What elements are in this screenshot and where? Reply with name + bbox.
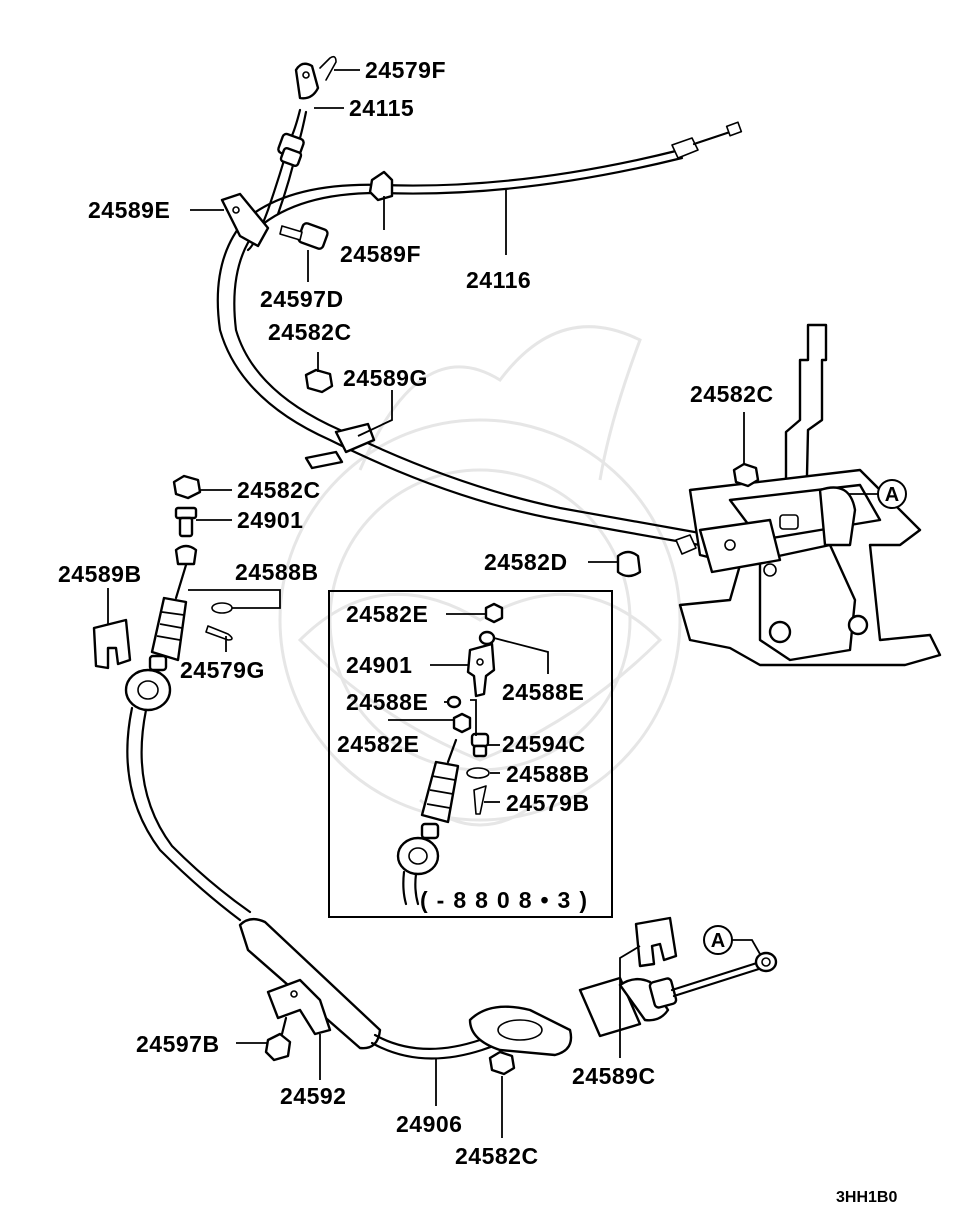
clip-24579F [319, 55, 337, 81]
bushing-24901-left [174, 506, 198, 538]
label-24579F: 24579F [365, 57, 446, 83]
left-cable-end-components [92, 474, 233, 712]
label-24906: 24906 [396, 1111, 462, 1137]
shifter-linkage [698, 518, 782, 574]
label-24579B: 24579B [506, 790, 590, 816]
nut-24582C-left [172, 474, 202, 500]
callout-a-lower: A [703, 925, 733, 955]
label-24588B-left: 24588B [235, 559, 319, 585]
label-diagram-code: 3HH1B0 [836, 1189, 897, 1206]
part-labels: 24579F 24115 24589E 24589F 24116 24597D … [58, 57, 897, 1206]
label-24582E-top: 24582E [346, 601, 428, 627]
bolt-24597D [279, 222, 329, 250]
inset-detail [328, 590, 613, 918]
cable-end-24116 [671, 137, 699, 159]
nut-24582C-right [732, 462, 760, 488]
label-24582E-mid: 24582E [337, 731, 419, 757]
washer-24588B-left [211, 602, 233, 614]
label-24582C-left: 24582C [237, 477, 321, 503]
nut-24582C-bottom [488, 1050, 516, 1076]
label-24592: 24592 [280, 1083, 346, 1109]
lower-cable-24906 [126, 706, 778, 1076]
label-24594C: 24594C [502, 731, 586, 757]
nut-24582C-top [304, 368, 334, 394]
label-24115: 24115 [349, 95, 414, 121]
label-24589E: 24589E [88, 197, 170, 223]
label-24901-inset: 24901 [346, 652, 412, 678]
washer-24588E-right [478, 630, 496, 646]
bracket-24589C [634, 916, 678, 968]
cable-24116-right [380, 148, 682, 187]
bolt-24597B [264, 1016, 292, 1062]
label-24589B: 24589B [58, 561, 142, 587]
label-24597B: 24597B [136, 1031, 220, 1057]
rubber-boot-left [150, 596, 188, 662]
nut-24582E-mid [452, 712, 472, 734]
label-24589F: 24589F [340, 241, 421, 267]
label-24116: 24116 [466, 267, 531, 293]
washer-24588B-inset [466, 767, 490, 779]
pin-24579B [473, 785, 487, 815]
label-24901-left: 24901 [237, 507, 303, 533]
washer-24588E-left [446, 695, 462, 709]
cable-sleeve [238, 917, 382, 1050]
nut-24582D [616, 550, 642, 578]
label-24588E-left: 24588E [346, 689, 428, 715]
label-24579G: 24579G [180, 657, 265, 683]
leader-lines [107, 69, 761, 1138]
svg-text:A: A [885, 484, 899, 506]
callout-a-upper: A [877, 479, 907, 509]
upper-cable-assembly [216, 55, 743, 555]
label-24588E-right: 24588E [502, 679, 584, 705]
cable-end-yoke-24115 [294, 62, 320, 100]
label-24582C-bottom: 24582C [455, 1143, 539, 1169]
bracket-24589B [92, 618, 132, 670]
label-24582D: 24582D [484, 549, 568, 575]
label-24597D: 24597D [260, 286, 344, 312]
svg-text:A: A [711, 930, 725, 952]
bracket-24592 [266, 978, 332, 1036]
label-24589C: 24589C [572, 1063, 656, 1089]
label-24588B-inset: 24588B [506, 761, 590, 787]
shift-lever-assembly [616, 323, 942, 667]
label-24589G: 24589G [343, 365, 428, 391]
label-inset-note: (-8808•3) [420, 887, 596, 913]
bushing-24594C [470, 732, 490, 758]
label-24582C-right: 24582C [690, 381, 774, 407]
bracket-24589G [334, 422, 376, 454]
bracket-24589E [220, 192, 270, 248]
clip-24589F [368, 170, 394, 202]
clip-24579G [205, 625, 233, 641]
label-24582C-top: 24582C [268, 319, 352, 345]
nut-24582E-top [484, 602, 504, 624]
bracket-24901-inset [466, 642, 496, 698]
